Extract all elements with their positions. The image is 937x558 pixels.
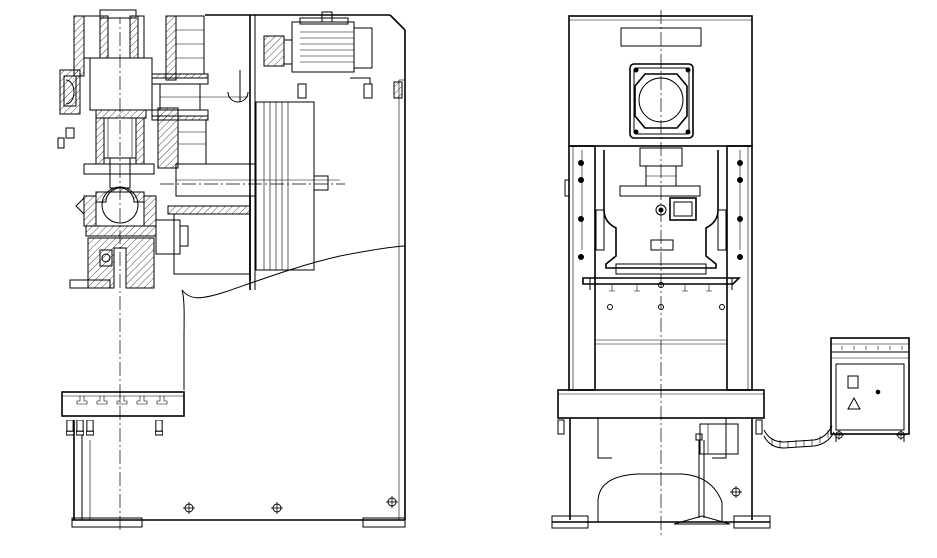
front-view — [551, 10, 910, 535]
front-bed — [551, 389, 771, 529]
anchor-bolt-icon — [386, 496, 398, 508]
anchor-bolt-icon — [730, 486, 742, 498]
top-gear-housing — [73, 9, 205, 81]
front-slide — [582, 147, 741, 345]
drive-motor — [263, 11, 403, 99]
control-box — [830, 337, 910, 442]
crankshaft-assembly — [57, 57, 248, 289]
warning-triangle-icon — [847, 396, 861, 410]
side-section-view — [57, 9, 406, 530]
anchor-bolt-icon — [271, 502, 283, 514]
anchor-bolt-icon — [183, 502, 195, 514]
flexible-conduit — [763, 425, 835, 449]
flywheel-assembly — [157, 70, 345, 280]
side-frame-outline — [61, 14, 406, 528]
front-crown — [568, 15, 753, 147]
